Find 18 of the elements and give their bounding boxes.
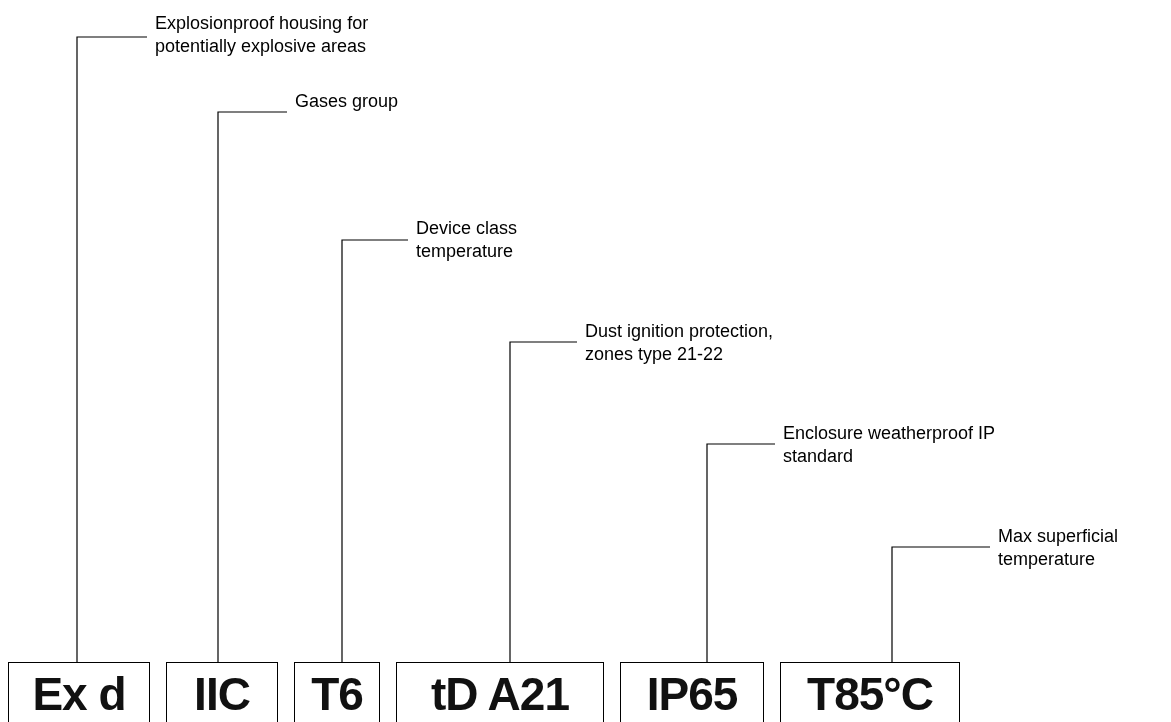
leader-line	[341, 239, 409, 663]
callout-text: Device class temperature	[408, 217, 576, 263]
marking-box: T85°C	[780, 662, 960, 722]
marking-box: IP65	[620, 662, 764, 722]
callout-text: Enclosure weatherproof IP standard	[775, 422, 998, 468]
callout-text: Gases group	[287, 90, 415, 113]
callout-text: Explosionproof housing for potentially explosive areas	[147, 12, 415, 58]
marking-box: Ex d	[8, 662, 150, 722]
marking-box: T6	[294, 662, 380, 722]
leader-line	[76, 36, 148, 663]
callout-text: Dust ignition protection, zones type 21-22	[577, 320, 815, 366]
marking-box: IIC	[166, 662, 278, 722]
leader-line	[891, 546, 991, 663]
callout-text: Max superficial temperature	[990, 525, 1171, 571]
leader-line	[217, 111, 288, 663]
leader-line	[509, 341, 578, 663]
marking-box: tD A21	[396, 662, 604, 722]
leader-line	[706, 443, 776, 663]
